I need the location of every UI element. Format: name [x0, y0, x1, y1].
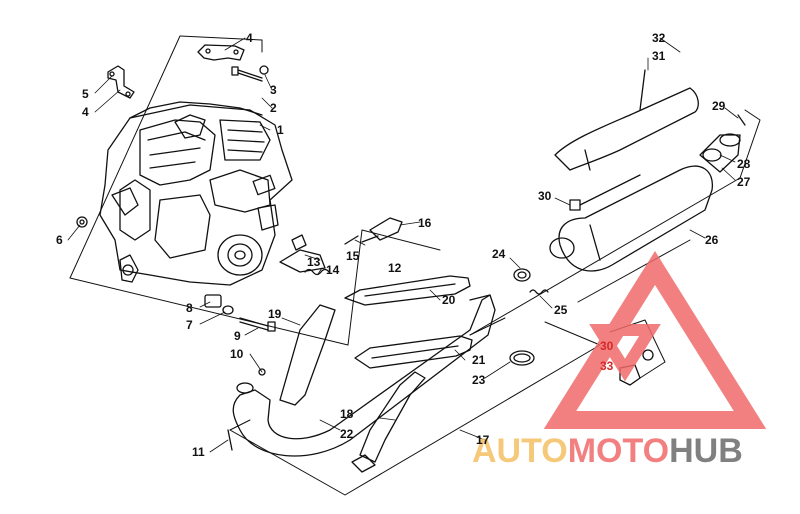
screw-31: [639, 69, 646, 111]
part-label-27: 27: [737, 175, 751, 189]
header-pipe-22: [232, 294, 496, 457]
part-label-15: 15: [346, 249, 360, 263]
part-label-28: 28: [737, 157, 751, 171]
spring-14: [304, 268, 330, 276]
part-label-24: 24: [492, 247, 506, 261]
engine-mount-bracket-upper: [197, 44, 245, 61]
heat-shield-19: [279, 304, 336, 406]
bolt-29: [737, 114, 746, 126]
part-label-2: 2: [270, 101, 277, 115]
screw-11: [227, 429, 233, 451]
bolt-9: [239, 317, 276, 332]
part-label-3: 3: [270, 83, 277, 97]
muffler-26: [549, 165, 713, 272]
part-label-13: 13: [307, 255, 321, 269]
part-label-20: 20: [442, 293, 456, 307]
part-label-26: 26: [705, 233, 719, 247]
heat-shield-18: [351, 371, 426, 473]
part-label-8: 8: [186, 301, 193, 315]
spacer-8: [204, 294, 222, 308]
part-label-9: 9: [234, 329, 241, 343]
part-label-18: 18: [340, 407, 354, 421]
gasket-10: [258, 368, 266, 376]
bushing-30: [569, 174, 641, 211]
part-label-17: 17: [476, 433, 490, 447]
screw-15: [344, 235, 359, 245]
clamp-23: [509, 350, 535, 366]
watermark-logo: AUTOMOTOHUB: [472, 251, 767, 470]
muffler-heat-shield-32: [554, 87, 699, 171]
part-label-31: 31: [652, 49, 666, 63]
part-label-11: 11: [192, 445, 205, 459]
watermark-triangle-outer: [543, 251, 767, 429]
engine-assembly: [99, 101, 293, 286]
part-label-12: 12: [388, 261, 402, 275]
part-label-33: 33: [600, 359, 614, 373]
part-label-30a: 30: [538, 189, 552, 203]
leader-lines: [67, 37, 739, 453]
spark-arrestor-27: [699, 133, 741, 173]
gasket-24: [513, 268, 531, 282]
part-label-6: 6: [56, 233, 63, 247]
nut-6: [76, 216, 88, 228]
part-label-19: 19: [268, 307, 282, 321]
nut-2: [259, 65, 269, 75]
engine-group-outline: [69, 35, 441, 346]
part-label-7: 7: [186, 318, 193, 332]
part-label-23: 23: [472, 373, 486, 387]
part-label-14: 14: [326, 263, 340, 277]
part-label-16: 16: [418, 216, 432, 230]
engine-mount-bracket-left: [107, 65, 135, 99]
exhaust-group-outline: [229, 321, 601, 496]
part-label-4a: 4: [246, 31, 253, 45]
watermark-text-moto: MOTO: [568, 432, 669, 470]
part-number-labels: 4 3 2 5 4 1 6 8 7 9 10 11 12 13 14 15 16…: [56, 31, 751, 459]
watermark-text-hub: HUB: [669, 432, 743, 470]
heat-shield-20: [344, 275, 471, 306]
part-label-10: 10: [230, 347, 244, 361]
sensor-bracket-12: [279, 234, 326, 273]
spring-25: [529, 289, 549, 295]
part-label-25: 25: [554, 303, 568, 317]
part-label-32: 32: [652, 31, 666, 45]
part-label-1: 1: [277, 123, 284, 137]
part-label-30b: 30: [600, 339, 614, 353]
gasket-28: [702, 148, 722, 162]
part-label-4b: 4: [82, 105, 89, 119]
bolt-3: [231, 66, 263, 82]
part-label-22: 22: [340, 427, 354, 441]
muffler-group-outline: [469, 109, 761, 336]
washer-7: [222, 305, 234, 315]
part-label-29: 29: [712, 99, 726, 113]
part-label-21: 21: [472, 353, 486, 367]
part-label-5: 5: [82, 87, 89, 101]
watermark-triangle-inner: [589, 324, 661, 382]
watermark-text-auto: AUTO: [472, 432, 568, 470]
svg-text:AUTOMOTOHUB: AUTOMOTOHUB: [472, 432, 743, 470]
heat-shield-21: [354, 335, 473, 369]
clip-16: [361, 217, 403, 243]
